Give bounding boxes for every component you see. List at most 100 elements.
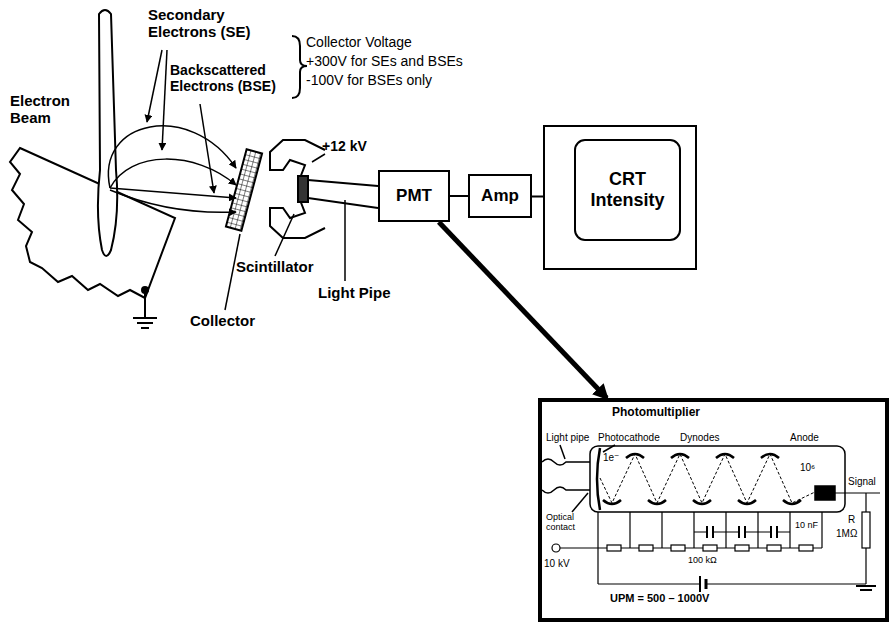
ground-symbol [133,287,157,328]
pm-light-pipe [572,493,588,512]
electron-trajectory [110,190,236,212]
specimen [10,148,175,298]
part-label: Light Pipe [318,284,391,301]
divider-circuit [699,576,701,592]
divider-circuit [739,526,745,538]
pointer-arrow [147,50,162,122]
divider-circuit [767,545,781,551]
part-label: Backscattered Electrons (BSE) [170,62,288,94]
part-label: Collector [190,312,255,329]
pm-tube [815,486,835,500]
inset-label: 10⁶ [800,462,815,474]
divider-circuit [560,547,822,548]
divider-circuit [860,589,872,591]
scintillator-housing [270,140,325,178]
divider-circuit [799,545,813,551]
inset-label: Anode [790,432,819,444]
signal-wire [450,195,468,197]
divider-circuit [744,526,746,538]
electron-path [600,454,815,503]
inset-label: UPM = 500 – 1000V [610,592,709,605]
ground-symbol [144,290,146,318]
divider-circuit [552,493,880,592]
pm-light-pipe [542,459,590,493]
inset-label: 100 kΩ [688,555,717,565]
pm-light-pipe [560,445,565,459]
collector-grid [226,149,262,230]
leader-line [312,154,325,162]
inset-label: Light pipe [546,432,589,444]
pointer-arrow [162,50,167,150]
light-pipe [308,198,378,208]
box-label: PMT [396,186,432,206]
divider-circuit [629,512,630,548]
divider-circuit [693,512,694,548]
divider-circuit [712,526,714,538]
divider-circuit [607,545,621,551]
electron-trajectory [108,126,236,212]
dynode [603,454,801,504]
inset-label: Signal [848,476,876,488]
divider-circuit [703,545,717,551]
light-pipe [308,180,378,208]
inset-frame: Photomultiplier [538,398,889,622]
part-label: +12 kV [322,138,367,154]
divider-circuit [706,526,708,538]
leader-line [275,214,294,256]
scintillator-housing [270,200,325,238]
inset-heading: Photomultiplier [612,406,700,420]
pm-tube [597,448,600,510]
inset-label: 10 nF [795,520,818,530]
part-label: Collector Voltage [306,34,412,50]
box-label: Amp [481,186,519,206]
ground-symbol [137,322,153,324]
ground-symbol [141,327,149,329]
pm-tube [590,446,845,512]
part-label: +300V for SEs and BSEs [306,53,463,69]
part-label: Scintillator [236,258,314,275]
divider-circuit [770,526,772,538]
signal-wire [532,195,543,197]
divider-circuit [862,512,870,548]
divider-circuit [835,492,880,493]
crt-monitor: CRT Intensity [543,125,697,270]
divider-circuit [598,583,700,584]
electron-beam [98,10,117,256]
divider-circuit [706,583,866,584]
part-label: -100V for BSEs only [306,72,432,88]
divider-circuit [671,545,685,551]
process-box: Amp [468,174,532,218]
part-label: Electron Beam [10,92,82,127]
electron-trajectory [108,126,236,188]
divider-circuit [597,512,598,548]
box-label: CRT Intensity [575,169,680,210]
divider-circuit [776,526,778,538]
divider-circuit [771,526,777,538]
pm-tube [590,446,845,512]
voltage-brace [292,36,307,98]
divider-circuit [552,544,560,552]
inset-label: 10 kV [544,558,570,570]
divider-circuit [789,512,790,548]
divider-circuit [707,526,713,538]
electron-trajectory [110,159,236,188]
part-label: Secondary Electrons (SE) [148,6,260,41]
inset-label: Optical contact [546,512,586,533]
light-pipe [308,180,378,186]
divider-circuit [738,526,740,538]
pm-light-pipe [603,445,615,452]
inset-label: 1e⁻ [603,452,619,464]
divider-circuit [725,512,726,548]
scintillator-housing [270,140,325,238]
electron-path [600,454,815,503]
process-box: PMT [378,170,450,222]
inset-label: Photocathode [598,432,660,444]
specimen [10,148,175,298]
divider-circuit [821,512,822,548]
divider-circuit [735,545,749,551]
inset-label: R [848,514,855,526]
divider-circuit [757,512,758,548]
voltage-brace [292,36,307,98]
